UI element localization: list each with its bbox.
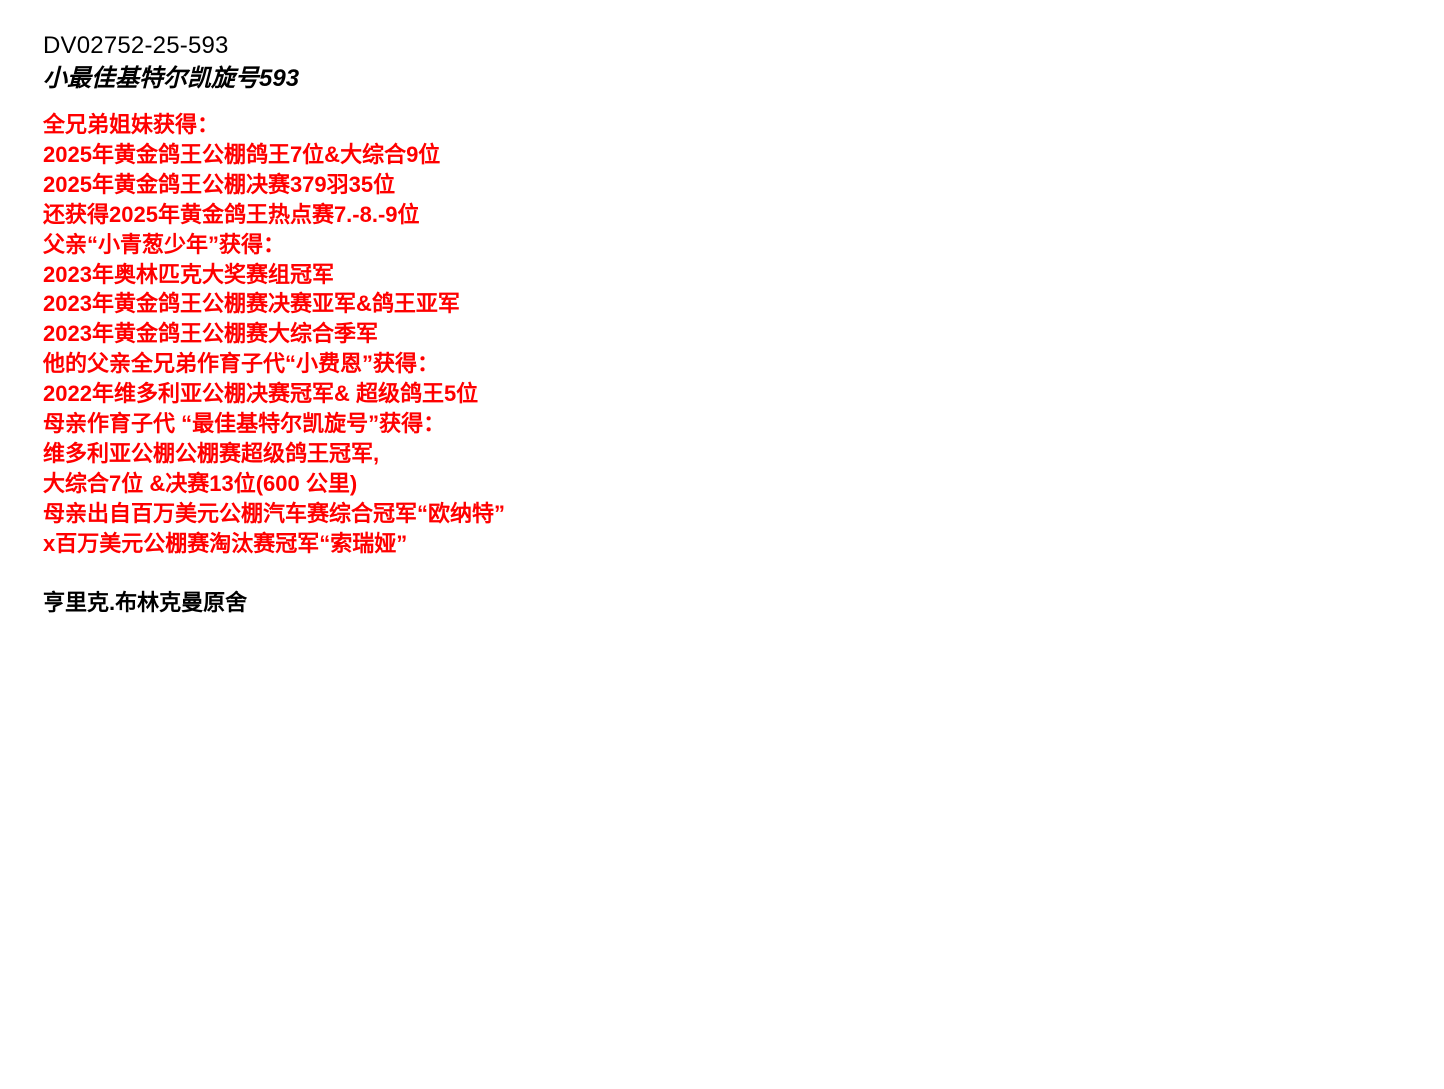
pedigree-line: 维多利亚公棚公棚赛超级鸽王冠军, (43, 440, 380, 466)
pedigree-line: 2023年黄金鸽王公棚赛决赛亚军&鸽王亚军 (43, 291, 460, 317)
pedigree-line: 大综合7位 &决赛13位(600 公里) (43, 470, 358, 496)
pedigree-block: 全兄弟姐妹获得： 2025年黄金鸽王公棚鸽王7位&大综合9位 2025年黄金鸽王… (43, 110, 1423, 559)
pedigree-line: 母亲出自百万美元公棚汽车赛综合冠军“欧纳特” (43, 500, 506, 526)
pedigree-line: 2023年奥林匹克大奖赛组冠军 (43, 261, 334, 287)
bird-name: 小最佳基特尔凯旋号593 (43, 65, 300, 92)
pedigree-line: x百万美元公棚赛淘汰赛冠军“索瑞娅” (43, 530, 408, 556)
pedigree-line: 2025年黄金鸽王公棚决赛379羽35位 (43, 171, 396, 197)
pedigree-line: 还获得2025年黄金鸽王热点赛7.-8.-9位 (43, 201, 420, 227)
pedigree-line: 母亲作育子代 “最佳基特尔凯旋号”获得： (43, 411, 446, 437)
ring-id: DV02752-25-593 (43, 32, 229, 59)
pedigree-line: 他的父亲全兄弟作育子代“小费恩”获得： (43, 351, 440, 377)
breeder-name: 亨里克.布林克曼原舍 (43, 589, 248, 615)
pedigree-line: 父亲“小青葱少年”获得： (43, 231, 286, 257)
pedigree-line: 全兄弟姐妹获得： (43, 112, 220, 137)
pedigree-line: 2025年黄金鸽王公棚鸽王7位&大综合9位 (43, 141, 441, 167)
pedigree-line: 2022年维多利亚公棚决赛冠军& 超级鸽王5位 (43, 381, 479, 407)
document-page: DV02752-25-593 小最佳基特尔凯旋号593 全兄弟姐妹获得： 202… (43, 30, 1423, 618)
pedigree-line: 2023年黄金鸽王公棚赛大综合季军 (43, 321, 378, 347)
